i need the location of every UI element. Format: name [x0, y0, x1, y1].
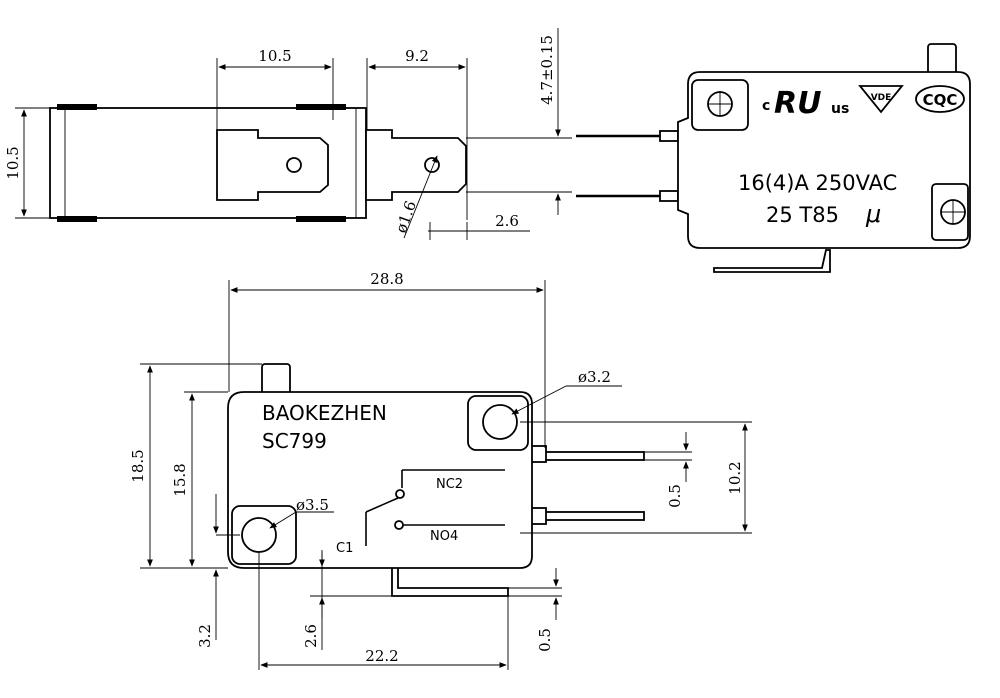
dim-terminal-spacing: 10.2 [726, 461, 744, 494]
dim-height-body: 15.8 [171, 463, 189, 496]
dim-side-height: 10.5 [4, 146, 22, 179]
label-view-com-terminal [713, 249, 831, 273]
cert-ru-logo: RU [774, 86, 821, 121]
cert-us: us [831, 101, 849, 117]
dim-height-overall: 18.5 [129, 449, 147, 482]
dim-actuator-offset: 4.7±0.15 [538, 35, 556, 105]
nc-label: NC2 [436, 477, 463, 492]
vde-mark-icon [858, 85, 904, 114]
cert-vde: VDE [871, 93, 892, 103]
cert-c: c [762, 98, 770, 114]
side-terminal-tab [365, 129, 467, 201]
mount-hole-bottom [241, 517, 277, 553]
dim-c1-offset: 2.6 [302, 624, 320, 648]
dim-terminal-width: 2.6 [495, 212, 519, 230]
label-view-body [677, 71, 971, 249]
mount-hole-top [482, 404, 518, 440]
switch-body [227, 391, 533, 569]
model-label: SC799 [262, 429, 327, 453]
brand-label: BAOKEZHEN [262, 401, 387, 425]
cert-cqc: CQC [923, 91, 958, 109]
dim-overall-length: 28.8 [370, 270, 403, 288]
dim-mount-hole-top: ø3.2 [578, 368, 611, 386]
dim-terminal-thickness-top: 0.5 [666, 484, 684, 508]
dim-mount-hole-bottom: ø3.5 [296, 496, 329, 514]
cqc-mark-icon [915, 85, 965, 113]
dim-c1-length: 22.2 [365, 647, 398, 665]
front-view: BAOKEZHEN SC799 NC2 NO4 C1 28.8 18.5 15.… [129, 270, 752, 670]
com-label: C1 [336, 541, 353, 556]
label-view-actuator [927, 43, 957, 75]
rating-line-2: 25 T85 [766, 203, 839, 227]
rating-mu-symbol: μ [865, 200, 881, 228]
label-view: c RU us VDE CQC 16(4)A 250VAC 25 T85 μ [576, 43, 971, 273]
no-label: NO4 [430, 529, 458, 544]
side-terminal-base [216, 129, 329, 201]
dim-terminal-thickness-bottom: 0.5 [536, 628, 554, 652]
side-view: 10.5 9.2 10.5 ø1.6 2.6 4.7±0.15 [4, 28, 572, 240]
dim-hole-small: ø1.6 [392, 198, 420, 235]
dim-side-body-length: 10.5 [258, 47, 291, 65]
com-terminal [391, 565, 509, 597]
rating-line-1: 16(4)A 250VAC [738, 171, 897, 195]
dim-side-terminal-length: 9.2 [405, 47, 429, 65]
dim-bottom-offset: 3.2 [196, 624, 214, 648]
